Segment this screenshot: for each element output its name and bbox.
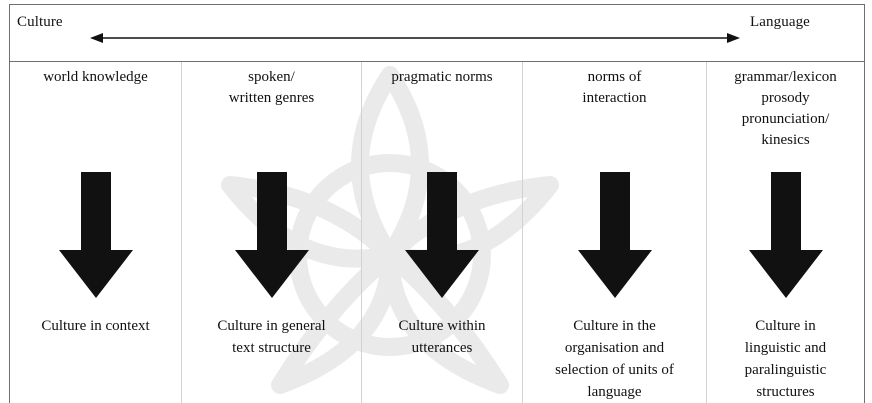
column-norms-of-interaction: norms of interaction Culture in the orga… (523, 62, 706, 403)
column-world-knowledge: world knowledge Culture in context (10, 62, 181, 403)
frame-top-border (9, 4, 865, 5)
column-top-text: pragmatic norms (391, 69, 493, 85)
column-grammar-lexicon: grammar/lexicon prosody pronunciation/ k… (707, 62, 864, 403)
diagram-frame (9, 4, 865, 403)
header-separator (9, 61, 865, 62)
culture-language-axis (90, 33, 740, 43)
down-arrow-icon (748, 172, 823, 298)
column-divider (522, 62, 523, 403)
column-top-text: world knowledge (43, 69, 148, 85)
down-arrow-icon (405, 172, 479, 298)
column-bottom-text: Culture in context (41, 318, 150, 334)
down-arrow-icon (58, 172, 133, 298)
column-pragmatic-norms: pragmatic norms Culture within utterance… (362, 62, 522, 403)
column-divider (361, 62, 362, 403)
column-top-text: grammar/lexicon prosody pronunciation/ k… (734, 69, 837, 148)
column-bottom-text: Culture within utterances (398, 318, 486, 356)
axis-left-arrowhead-icon (90, 33, 103, 43)
column-top-text: norms of interaction (582, 69, 647, 106)
axis-right-arrowhead-icon (727, 33, 740, 43)
column-divider (181, 62, 182, 403)
column-divider (706, 62, 707, 403)
column-bottom-text: Culture in the organisation and selectio… (555, 318, 674, 400)
column-genres: spoken/ written genres Culture in genera… (182, 62, 361, 403)
culture-pole-label: Culture (17, 14, 63, 30)
down-arrow-icon (234, 172, 309, 298)
column-bottom-text: Culture in linguistic and paralinguistic… (744, 318, 827, 400)
language-pole-label: Language (750, 14, 810, 30)
column-bottom-text: Culture in general text structure (217, 318, 326, 356)
down-arrow-icon (577, 172, 652, 298)
column-top-text: spoken/ written genres (228, 69, 315, 106)
